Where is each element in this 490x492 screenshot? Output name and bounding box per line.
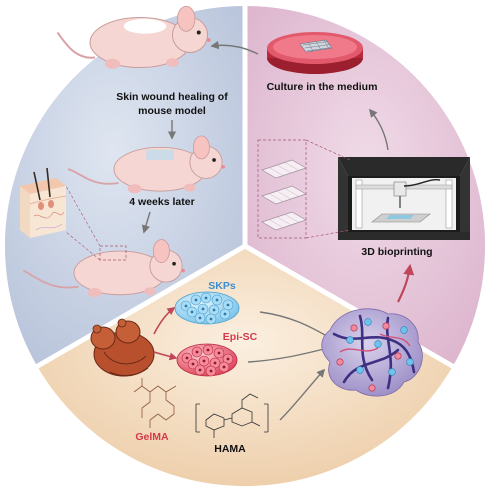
arrow-to-final-mouse: [141, 211, 151, 234]
arrow-to-skps: [153, 307, 176, 335]
mouse-icon: [22, 239, 185, 298]
label-hama: HAMA: [214, 443, 246, 455]
cell-cluster-icon: [176, 343, 238, 377]
arrow-episc-to-scaffold: [247, 347, 329, 363]
mouse-icon: [67, 135, 225, 194]
arrow-to-episc: [153, 351, 178, 361]
petri-dish-icon: [267, 32, 363, 74]
hydrogel-scaffold-icon: [321, 308, 423, 397]
label-bioprinting: 3D bioprinting: [361, 246, 432, 258]
label-mouse-model: mouse model: [138, 105, 206, 117]
label-4-weeks-later: 4 weeks later: [129, 196, 194, 208]
mouse-icon: [56, 5, 211, 69]
label-skin-wound: Skin wound healing of: [116, 91, 228, 103]
label-skps: SKPs: [208, 280, 236, 292]
arrow-materials-to-scaffold: [279, 368, 326, 421]
gelma-molecule-icon: [133, 378, 177, 428]
label-culture: Culture in the medium: [267, 81, 378, 93]
hama-molecule-icon: [195, 393, 269, 438]
cell-cluster-icon: [174, 291, 240, 325]
label-epi-sc: Epi-SC: [223, 331, 258, 343]
arrow-skps-to-scaffold: [259, 311, 331, 339]
arrow-culture-to-mouse: [210, 40, 259, 55]
arrow-printer-to-culture: [368, 108, 389, 151]
arrow-scaffold-to-printer: [397, 263, 415, 303]
bioprinter-icon: [338, 157, 470, 240]
sector-mouse-model: [4, 5, 246, 366]
label-gelma: GelMA: [135, 431, 169, 443]
print-layers-callout: [257, 139, 351, 239]
mouse-pups-icon: [90, 318, 155, 377]
skin-section-icon: [20, 167, 127, 261]
